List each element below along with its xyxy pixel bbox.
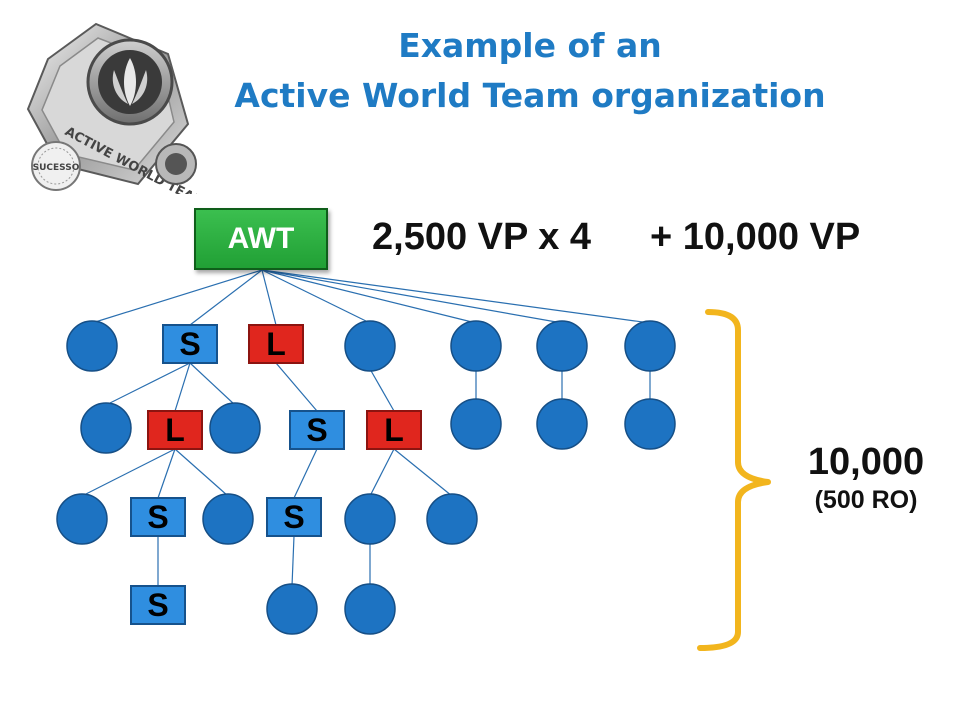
tree-edge [189, 269, 263, 326]
tree-edge [369, 368, 395, 412]
leader-node: L [366, 410, 422, 450]
supervisor-node: S [162, 324, 218, 364]
node-label: S [283, 499, 304, 535]
box-shape [366, 410, 422, 450]
box-shape [162, 324, 218, 364]
supervisor-node: S [266, 497, 322, 537]
member-circle-node [66, 320, 118, 372]
member-circle-node [536, 398, 588, 450]
total-value: 10,000 [807, 441, 925, 483]
circle-shape [209, 402, 261, 454]
member-circle-node [624, 320, 676, 372]
tree-edge [369, 448, 395, 497]
member-circle-node [426, 493, 478, 545]
box-shape [266, 497, 322, 537]
tree-edge [275, 362, 318, 412]
tree-edge [261, 269, 371, 324]
tree-edge [157, 448, 176, 499]
bracket-total: 10,000 (500 RO) [796, 440, 936, 516]
tree-nodes: S L L S L S S S [56, 320, 676, 635]
title-line-2: Active World Team organization [234, 76, 826, 115]
box-shape [147, 410, 203, 450]
circle-shape [536, 398, 588, 450]
member-circle-node [624, 398, 676, 450]
tree-edge [291, 535, 295, 587]
member-circle-node [450, 398, 502, 450]
circle-shape [202, 493, 254, 545]
tree-edge [189, 362, 236, 406]
box-shape [130, 585, 186, 625]
node-label: S [147, 587, 168, 623]
box-shape [289, 410, 345, 450]
circle-shape [450, 398, 502, 450]
box-shape [130, 497, 186, 537]
tree-edge [91, 269, 263, 324]
circle-shape [536, 320, 588, 372]
node-label: L [165, 412, 185, 448]
node-label: S [147, 499, 168, 535]
member-circle-node [56, 493, 108, 545]
tree-edge [174, 362, 191, 412]
tree-edge [174, 448, 229, 497]
box-shape [248, 324, 304, 364]
leader-node: L [147, 410, 203, 450]
member-circle-node [80, 402, 132, 454]
circle-shape [450, 320, 502, 372]
member-circle-node [209, 402, 261, 454]
circle-shape [66, 320, 118, 372]
tree-edge [293, 448, 318, 499]
supervisor-node: S [130, 497, 186, 537]
leader-node: L [248, 324, 304, 364]
circle-shape [266, 583, 318, 635]
node-label: S [179, 326, 200, 362]
circle-shape [426, 493, 478, 545]
member-circle-node [344, 583, 396, 635]
formula-part-2: + 10,000 VP [650, 216, 861, 258]
member-circle-node [202, 493, 254, 545]
seal-text: SUCESSO [33, 163, 80, 173]
tree-edge [261, 269, 563, 324]
node-label: S [306, 412, 327, 448]
tree-edge [393, 448, 453, 497]
supervisor-node: S [130, 585, 186, 625]
tree-edge [81, 448, 176, 497]
awt-node: AWT [194, 208, 328, 270]
supervisor-node: S [289, 410, 345, 450]
circle-shape [624, 320, 676, 372]
tree-edges [81, 269, 651, 587]
tree-edge [261, 269, 651, 324]
member-circle-node [266, 583, 318, 635]
formula-part-1: 2,500 VP x 4 [372, 216, 592, 258]
title-line-1: Example of an [398, 26, 662, 65]
tree-edge [261, 269, 477, 324]
node-label: L [384, 412, 404, 448]
member-circle-node [450, 320, 502, 372]
node-label: L [266, 326, 286, 362]
circle-shape [344, 320, 396, 372]
circle-shape [344, 493, 396, 545]
member-circle-node [344, 493, 396, 545]
curly-brace-bracket [697, 309, 771, 651]
circle-shape [56, 493, 108, 545]
member-circle-node [344, 320, 396, 372]
tree-edge [261, 269, 277, 326]
tree-edge [105, 362, 191, 406]
circle-shape [80, 402, 132, 454]
circle-shape [624, 398, 676, 450]
member-circle-node [536, 320, 588, 372]
total-sub: (500 RO) [814, 486, 918, 514]
circle-shape [344, 583, 396, 635]
